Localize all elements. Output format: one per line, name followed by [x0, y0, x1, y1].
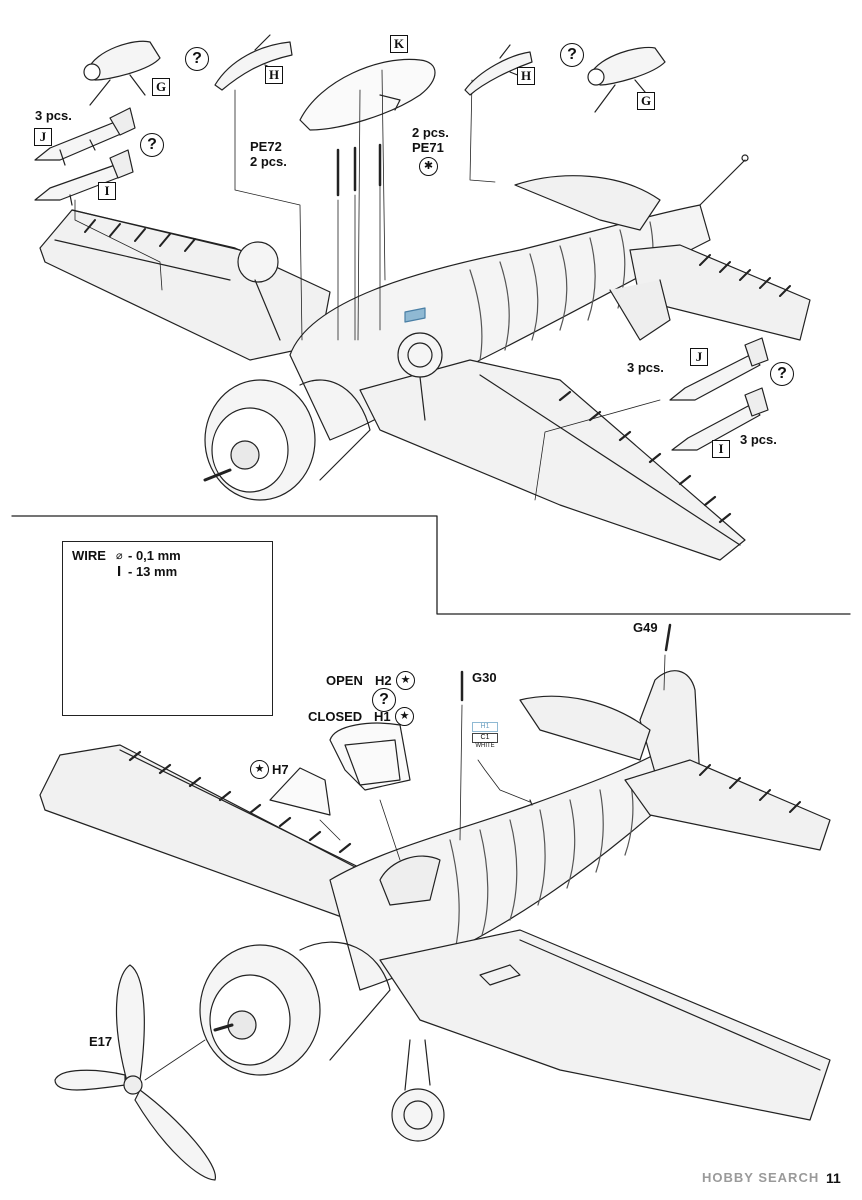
question-mark-icon: ?	[185, 47, 209, 71]
part-box-h-right: H	[517, 67, 535, 85]
rocket-i-right	[671, 387, 769, 451]
pe72-label: PE72	[250, 139, 282, 154]
watermark: HOBBY SEARCH	[702, 1170, 820, 1185]
part-box-j-right: J	[690, 348, 708, 366]
closed-label: CLOSED	[308, 709, 363, 724]
diameter-symbol: ⌀	[116, 550, 123, 562]
wire-detail-box	[62, 541, 273, 716]
wire-label: WIRE	[72, 548, 106, 563]
marking-color-name: WHITE	[475, 743, 495, 749]
quantity-label: 3 pcs.	[35, 108, 72, 123]
drop-tank-g-left	[83, 40, 161, 106]
part-box-k: K	[390, 35, 408, 53]
part-box-g-right: G	[637, 92, 655, 110]
length-symbol: I	[117, 563, 122, 580]
top-aircraft	[39, 58, 811, 561]
part-box-i-left: I	[98, 182, 116, 200]
quantity-label: 3 pcs.	[740, 432, 777, 447]
quantity-label: 2 pcs.	[412, 125, 449, 140]
clear-part-star-icon: ★	[396, 671, 415, 690]
question-mark-icon: ?	[372, 688, 396, 712]
wire-diameter: - 0,1 mm	[128, 548, 181, 563]
propeller-part-label: E17	[89, 1034, 113, 1049]
part-box-h-left: H	[265, 66, 283, 84]
question-mark-icon: ?	[140, 133, 164, 157]
antenna-part-label: G30	[472, 670, 497, 685]
windscreen-part-label: H7	[272, 762, 289, 777]
propeller-e17	[54, 964, 216, 1181]
open-part-label: H2	[375, 673, 392, 688]
quantity-label: 3 pcs.	[627, 360, 664, 375]
clear-part-star-icon: ★	[250, 760, 269, 779]
pe71-label: PE71	[412, 140, 444, 155]
question-mark-icon: ?	[560, 43, 584, 67]
drop-tank-g-right	[587, 46, 666, 113]
marking-color-code: C1	[472, 733, 498, 743]
question-mark-icon: ?	[770, 362, 794, 386]
rocket-j-right	[669, 337, 769, 401]
photo-etch-icon: ✱	[419, 157, 438, 176]
rocket-j-left	[34, 107, 136, 166]
closed-part-label: H1	[374, 709, 391, 724]
marking-code: H1	[472, 722, 498, 732]
open-label: OPEN	[326, 673, 363, 688]
rocket-i-left	[34, 149, 134, 206]
paint-marking: H1 C1 WHITE	[472, 722, 498, 750]
tail-part-label: G49	[633, 620, 658, 635]
wire-length: - 13 mm	[128, 564, 178, 579]
part-box-j-left: J	[34, 128, 52, 146]
quantity-label: 2 pcs.	[250, 154, 287, 169]
page-number: 11	[826, 1170, 841, 1186]
bottom-aircraft	[39, 623, 831, 1181]
part-box-g-left: G	[152, 78, 170, 96]
panel-divider	[11, 515, 851, 615]
part-box-i-right: I	[712, 440, 730, 458]
clear-part-star-icon: ★	[395, 707, 414, 726]
